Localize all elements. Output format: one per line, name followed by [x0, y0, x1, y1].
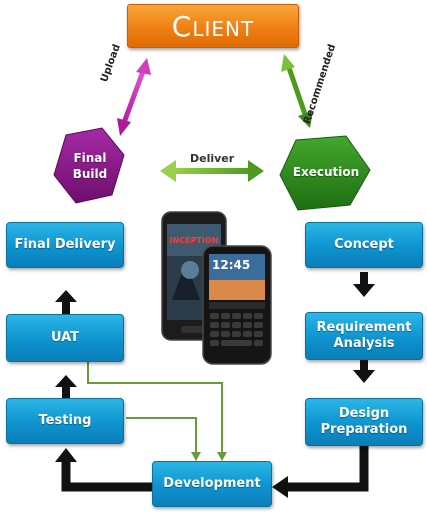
feedback-lines	[87, 362, 223, 455]
testing-label: Testing	[38, 413, 92, 428]
testing-to-uat-arrow	[55, 375, 77, 399]
concept-label: Concept	[334, 237, 394, 252]
deliver-label: Deliver	[190, 152, 235, 165]
deliver-arrow	[160, 160, 264, 182]
uat-box: UAT	[6, 314, 124, 362]
client-box: Client	[127, 4, 299, 48]
final-build-line-2: Build	[72, 167, 108, 181]
feedback-arrowhead-2	[191, 452, 201, 461]
client-label: Client	[171, 9, 255, 43]
design-preparation-box: Design Preparation	[305, 398, 423, 446]
development-box: Development	[152, 461, 272, 507]
execution-hexagon	[279, 135, 371, 211]
requirement-analysis-line-1: Requirement	[316, 320, 412, 335]
final-delivery-label: Final Delivery	[14, 237, 116, 252]
concept-box: Concept	[305, 222, 423, 268]
recommended-arrow	[281, 54, 313, 128]
blackberry-clock-text: 12:45	[212, 258, 251, 272]
phones-illustration	[161, 211, 272, 365]
final-delivery-box: Final Delivery	[6, 222, 124, 268]
development-to-testing-arrow	[55, 448, 152, 492]
requirement-analysis-line-2: Analysis	[333, 336, 395, 351]
blackberry-phone	[202, 245, 272, 365]
testing-box: Testing	[6, 398, 124, 444]
uat-label: UAT	[50, 330, 80, 345]
uat-to-final-delivery-arrow	[55, 290, 77, 314]
concept-to-requirement-arrow	[353, 272, 375, 297]
design-preparation-line-2: Preparation	[320, 422, 408, 437]
final-build-label: Final Build	[64, 150, 116, 182]
design-to-development-arrow	[272, 446, 369, 498]
touchscreen-phone	[161, 211, 227, 341]
movie-title-text: INCEPTION	[169, 236, 219, 245]
development-label: Development	[163, 476, 261, 491]
requirement-analysis-box: Requirement Analysis	[305, 312, 423, 360]
upload-arrow	[117, 58, 151, 136]
execution-label: Execution	[292, 165, 360, 179]
final-build-line-1: Final	[73, 151, 107, 165]
requirement-to-design-arrow	[353, 358, 375, 383]
final-build-hexagon	[53, 127, 125, 204]
design-preparation-line-1: Design	[338, 406, 390, 421]
feedback-arrowhead-1	[217, 452, 227, 461]
